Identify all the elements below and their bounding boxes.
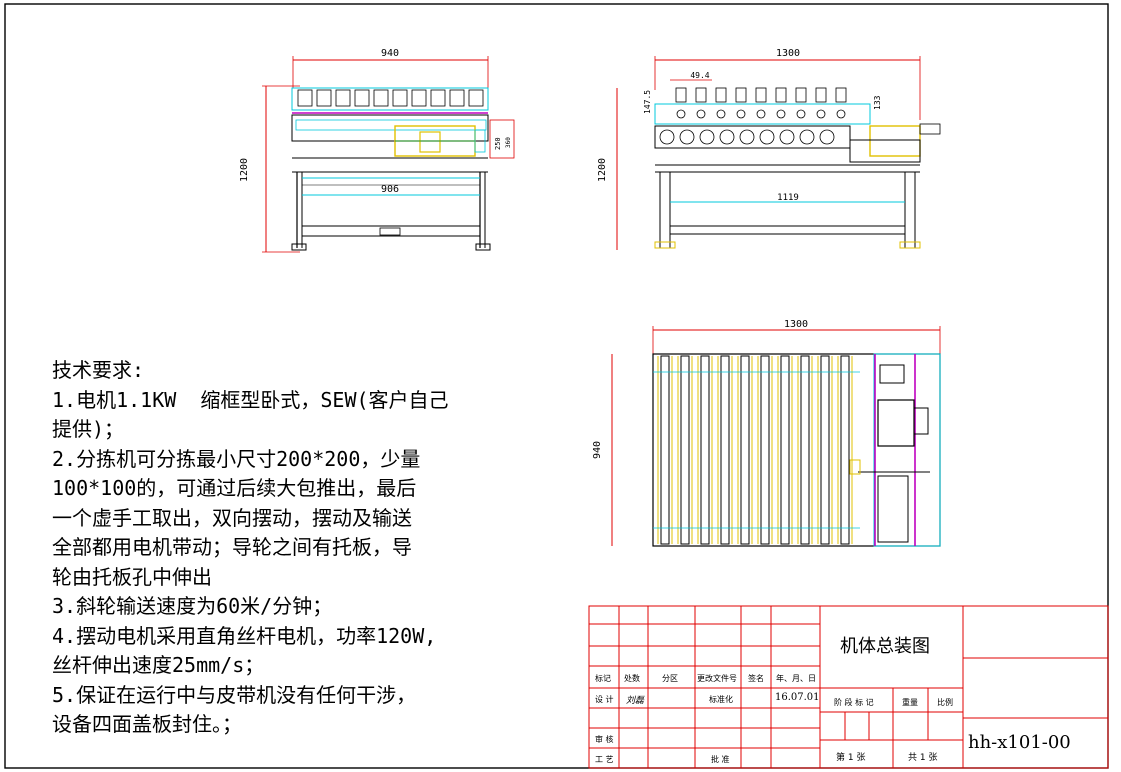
tb-designer: 刘磊: [626, 696, 645, 706]
requirement-line: 5.保证在运行中与皮带机没有任何干涉，: [52, 682, 417, 707]
tb-review: 审 核: [595, 735, 614, 744]
requirement-line: 100*100的，可通过后续大包推出，最后: [52, 476, 417, 500]
requirement-line: 轮由托板孔中伸出: [52, 564, 212, 589]
side-dim-right2: 360: [505, 137, 512, 148]
tb-date: 年、月、日: [776, 674, 816, 683]
tb-scale: 比例: [937, 698, 953, 707]
tb-process: 工 艺: [595, 755, 614, 764]
top-dim-top: 1300: [784, 319, 808, 330]
requirement-line: 一个虚手工取出，双向摆动，摆动及输送: [52, 505, 412, 530]
front-dim-left1: 147.5: [643, 90, 652, 114]
requirement-line: 3.斜轮输送速度为60米/分钟；: [52, 594, 333, 618]
tb-approve: 批 准: [711, 755, 730, 764]
requirements-title: 技术要求:: [52, 358, 145, 382]
requirement-line: 全部都用电机带动；导轮之间有托板，导: [52, 535, 412, 559]
drawing-title: 机体总装图: [840, 636, 930, 657]
requirement-line: 1.电机1.1KW 缩框型卧式，SEW(客户自己: [52, 387, 449, 412]
tb-doc-no: 更改文件号: [697, 674, 737, 683]
tb-sign: 签名: [748, 674, 764, 683]
front-dim-inner: 1119: [777, 193, 799, 203]
top-dim-height: 940: [592, 441, 603, 459]
side-view: 940 1200 250 360: [239, 48, 515, 253]
side-dim-height: 1200: [239, 158, 250, 182]
sheet-border: [4, 3, 1109, 769]
tb-total: 共 1 张: [908, 753, 938, 763]
tb-sheet: 第 1 张: [836, 753, 866, 763]
tb-weight: 重量: [902, 698, 918, 707]
front-dim-top: 1300: [776, 48, 800, 59]
technical-requirements: 技术要求: 1.电机1.1KW 缩框型卧式，SEW(客户自己 提供)； 2.分拣…: [52, 356, 532, 740]
side-dim-top: 940: [381, 48, 399, 59]
top-view: 1300 940: [592, 319, 941, 547]
tb-zone: 分区: [662, 674, 678, 683]
requirement-line: 4.摆动电机采用直角丝杆电机，功率120W,: [52, 623, 437, 648]
tb-stage-mark: 阶 段 标 记: [834, 698, 874, 707]
tb-design: 设 计: [595, 695, 614, 704]
tb-design-date: 16.07.01: [775, 692, 820, 703]
side-dim-inner: 906: [381, 184, 399, 195]
tb-standard: 标准化: [709, 695, 733, 704]
requirement-line: 丝杆伸出速度25mm/s；: [52, 653, 265, 677]
front-view: 1300 49.4 147.5 133 1200: [597, 48, 941, 250]
drawing-number: hh-x101-00: [968, 732, 1071, 753]
front-dim-pitch: 49.4: [690, 71, 709, 80]
requirement-line: 2.分拣机可分拣最小尺寸200*200，少量: [52, 446, 421, 471]
front-dim-height: 1200: [597, 158, 608, 182]
side-dim-right1: 250: [494, 137, 502, 150]
tb-count: 处数: [624, 674, 640, 683]
title-block: [588, 605, 1109, 769]
requirement-line: 提供)；: [52, 417, 125, 441]
front-dim-right: 133: [873, 95, 882, 110]
tb-mark: 标记: [595, 674, 611, 683]
requirement-line: 设备四面盖板封住。；: [52, 712, 242, 736]
